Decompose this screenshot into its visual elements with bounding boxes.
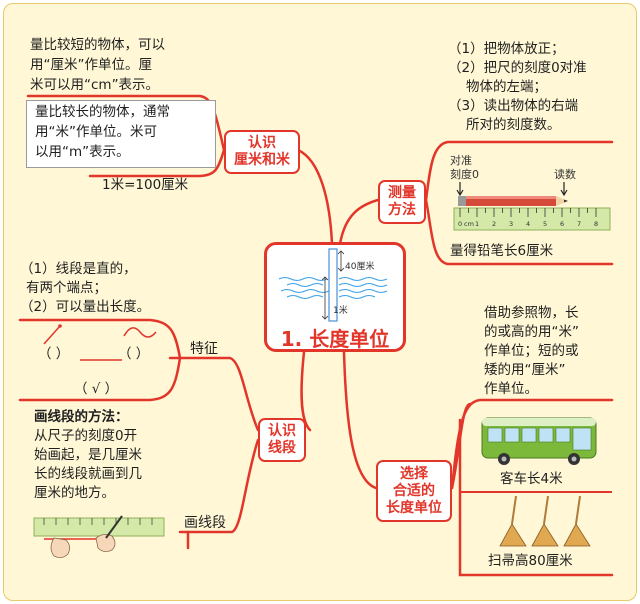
label-choose-line-1: 选择 [400, 465, 428, 482]
cm-text-line-2: 用“厘米”作单位。厘 [30, 57, 152, 73]
feature-line-2: 有两个端点； [26, 280, 107, 296]
label-choose-unit[interactable]: 选择 合适的 长度单位 [376, 460, 452, 522]
feature-line-1: （1）线段是直的， [20, 261, 137, 277]
bus-caption: 客车长4米 [500, 471, 563, 487]
label-choose-line-3: 长度单位 [386, 499, 442, 516]
ruler-number-0: 0 [458, 220, 462, 228]
measure-step-3: （3）读出物体的右端 [448, 98, 579, 114]
ruler-unit: cm [464, 220, 474, 228]
pencil-ruler-illustration: 对准 刻度0 读数 0 cm 1 2 3 4 5 6 7 8 [446, 150, 612, 234]
water-depth-illustration [278, 248, 388, 322]
m-description: 量比较长的物体，通常 用“米”作单位。米可 以用“m”表示。 [26, 100, 216, 168]
segment-examples [43, 324, 157, 361]
label-know-segment[interactable]: 认识 线段 [258, 418, 306, 462]
ruler-number-6: 6 [560, 220, 564, 228]
method-line-1: 从尺子的刻度0开 [34, 428, 138, 444]
measure-step-2b: 物体的左端； [466, 79, 547, 95]
choose-line-2: 的或高的用“米” [484, 324, 579, 340]
m-text-line-1: 量比较长的物体，通常 [35, 104, 170, 120]
measure-step-3b: 所对的刻度数。 [466, 117, 561, 133]
choose-line-1: 借助参照物，长 [484, 305, 579, 321]
method-line-4: 厘米的地方。 [34, 485, 115, 501]
align-label-2: 刻度0 [450, 168, 479, 181]
ruler-number-5: 5 [543, 220, 547, 228]
label-know-cm-m[interactable]: 认识 厘米和米 [224, 130, 300, 174]
label-segment-line-1: 认识 [268, 423, 296, 439]
method-line-3: 长的线段就画到几 [34, 466, 142, 482]
m-text-line-3: 以用“m”表示。 [35, 144, 130, 160]
cm-text-line-3: 米可以用“cm”表示。 [30, 77, 160, 93]
center-topic[interactable]: 40厘米 1米 1. 长度单位 [264, 242, 406, 352]
m-text-line-2: 用“米”作单位。米可 [35, 124, 157, 140]
ruler-number-8: 8 [594, 220, 598, 228]
feature-label: 特征 [190, 341, 218, 357]
ruler-number-1: 1 [475, 220, 479, 228]
label-know-cm-m-line-1: 认识 [248, 135, 276, 151]
read-label: 读数 [554, 168, 576, 181]
mark-40cm: 40厘米 [345, 262, 375, 272]
paren-left: （ ） [38, 346, 70, 362]
measure-step-1: （1）把物体放正； [448, 41, 565, 57]
unit-relation: 1米=100厘米 [102, 177, 189, 193]
ruler-and-pencil-svg: 0 cm 1 2 3 4 5 6 7 8 [453, 182, 611, 231]
align-label-1: 对准 [450, 154, 472, 167]
label-measure-line-1: 测量 [388, 185, 416, 201]
measure-step-2: （2）把尺的刻度0对准 [448, 60, 587, 76]
label-choose-line-2: 合适的 [393, 482, 435, 499]
broom-caption: 扫帚高80厘米 [488, 553, 573, 569]
drawing-segment-illustration [33, 515, 165, 558]
paren-correct: （ √ ） [74, 381, 119, 397]
broom-illustration [499, 495, 591, 547]
ruler-number-7: 7 [577, 220, 581, 228]
paren-right: （ ） [118, 346, 150, 362]
draw-label: 画线段 [184, 515, 226, 531]
center-title: 1. 长度单位 [280, 327, 390, 351]
cm-text-line-1: 量比较短的物体，可以 [30, 37, 165, 53]
label-segment-line-2: 线段 [268, 440, 296, 456]
bus-illustration [481, 417, 597, 465]
label-know-cm-m-line-2: 厘米和米 [234, 152, 290, 168]
method-title: 画线段的方法： [34, 409, 129, 425]
feature-line-3: （2）可以量出长度。 [20, 299, 151, 315]
label-measure-line-2: 方法 [388, 202, 416, 218]
label-measure-method[interactable]: 测量 方法 [378, 180, 426, 224]
pencil-result: 量得铅笔长6厘米 [450, 243, 554, 259]
choose-line-4: 矮的用“厘米” [484, 362, 566, 378]
mark-1m: 1米 [333, 306, 348, 316]
ruler-number-3: 3 [509, 220, 513, 228]
ruler-number-4: 4 [526, 220, 530, 228]
method-line-2: 始画起，是几厘米 [34, 447, 142, 463]
ruler-number-2: 2 [492, 220, 496, 228]
choose-line-5: 作单位。 [484, 381, 538, 397]
choose-line-3: 作单位；短的或 [484, 343, 579, 359]
